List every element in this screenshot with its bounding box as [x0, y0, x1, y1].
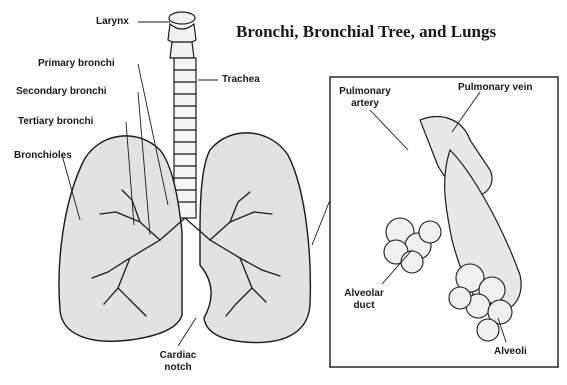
label-pulmonary-artery-line2: artery [334, 98, 396, 110]
label-alveolar-duct-line1: Alveolar [338, 288, 390, 300]
label-cardiac-notch-line2: notch [152, 362, 204, 374]
label-trachea: Trachea [222, 74, 260, 86]
label-alveolar-duct-line2: duct [338, 300, 390, 312]
label-bronchioles: Bronchioles [14, 150, 72, 162]
right-lung-shape [59, 136, 182, 341]
diagram-title: Bronchi, Bronchial Tree, and Lungs [236, 22, 496, 42]
trachea-shape [174, 58, 196, 218]
label-secondary-bronchi: Secondary bronchi [16, 86, 107, 98]
larynx-shape [168, 12, 196, 58]
label-pulmonary-vein: Pulmonary vein [458, 82, 532, 94]
label-pulmonary-artery-line1: Pulmonary [334, 86, 396, 98]
label-primary-bronchi: Primary bronchi [38, 58, 115, 70]
label-cardiac-notch-line1: Cardiac [152, 350, 204, 362]
label-larynx: Larynx [96, 16, 129, 28]
left-lung-shape [200, 133, 310, 343]
label-tertiary-bronchi: Tertiary bronchi [18, 116, 93, 128]
label-alveoli: Alveoli [494, 346, 527, 358]
